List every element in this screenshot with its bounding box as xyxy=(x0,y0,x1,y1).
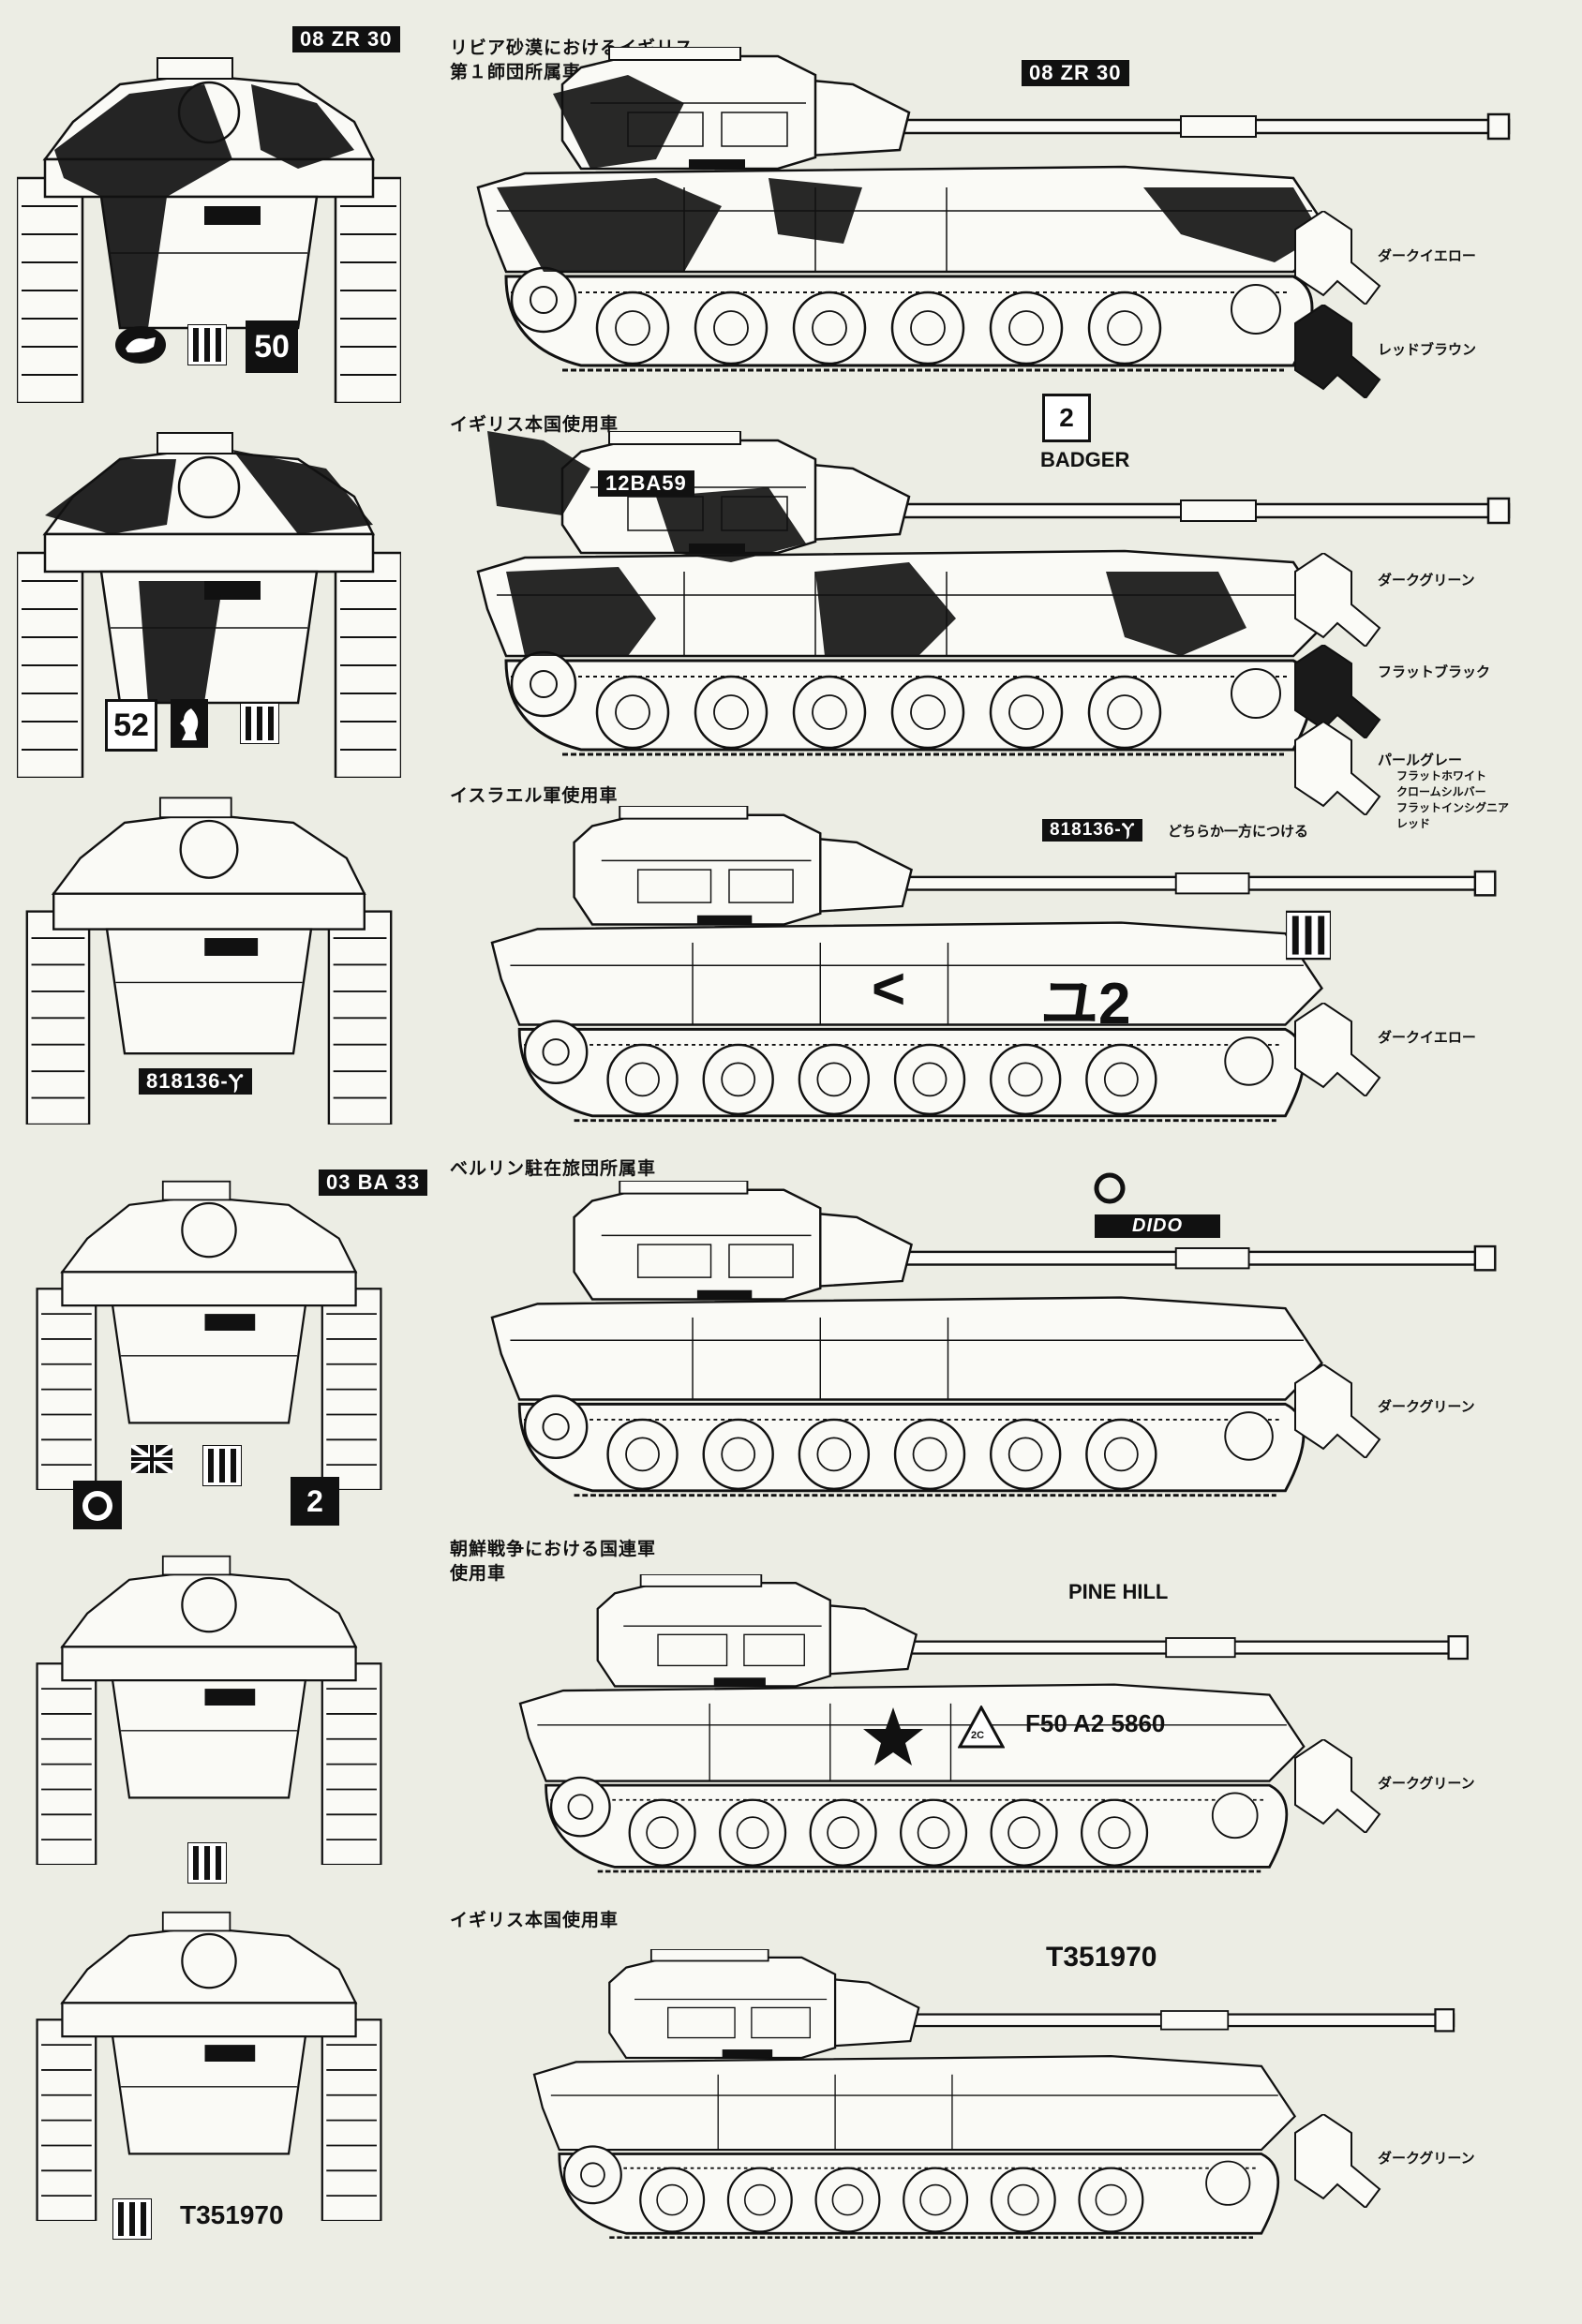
roundel-emblem-icon xyxy=(73,1481,122,1529)
callout-badge: 2 xyxy=(1042,394,1091,442)
swatch-label: ダークイエロー xyxy=(1378,247,1476,264)
callout-name: BADGER xyxy=(1040,448,1130,471)
stripe-marking xyxy=(187,324,227,365)
front-number-badge: 2 xyxy=(291,1477,339,1526)
placement-note: どちらか一方につける xyxy=(1168,823,1309,840)
color-swatch xyxy=(1294,1003,1381,1096)
front-number-badge: 52 xyxy=(105,699,157,752)
callout-name: PINE HILL xyxy=(1068,1580,1169,1603)
swatch-label: ダークイエロー xyxy=(1378,1029,1476,1046)
hull-marking-right: ユ2 xyxy=(1040,972,1131,1036)
paint-note: フラットインシグニア xyxy=(1396,801,1510,814)
section-title: イギリス本国使用車 xyxy=(450,414,619,435)
section-2: イギリス本国使用車 52 12BA59 xyxy=(0,394,1582,830)
division-emblem-icon xyxy=(115,326,166,364)
section-3: イスラエル軍使用車 818136-Ⲩ 818136-Ⲩ どちらか一方につける <… xyxy=(0,768,1582,1143)
front-number: T351970 xyxy=(180,2200,284,2229)
swatch-label: ダークグリーン xyxy=(1378,1775,1475,1792)
side-plate: 12BA59 xyxy=(598,470,694,497)
section-title: イギリス本国使用車 xyxy=(450,1910,619,1930)
front-view-3 xyxy=(17,787,401,1162)
side-view-1 xyxy=(469,47,1528,422)
paint-note: レッド xyxy=(1396,817,1431,830)
front-view-1 xyxy=(17,47,401,422)
section-5: 朝鮮戦争における国連軍 使用車 PINE HILL 2C F50 A2 5860… xyxy=(0,1518,1582,1893)
side-view-3 xyxy=(469,806,1528,1181)
triangle-marking-text: 2C xyxy=(971,1730,985,1741)
swatch-label: レッドブラウン xyxy=(1378,341,1477,358)
stripe-marking xyxy=(1286,910,1331,961)
swatch-label: ダークグリーン xyxy=(1378,1398,1475,1415)
section-6: イギリス本国使用車 T351970 T351970 ダークグリーン xyxy=(0,1893,1582,2268)
paint-note: クロームシルバー xyxy=(1396,785,1486,798)
stripe-marking xyxy=(187,1842,227,1884)
side-plate: DIDO xyxy=(1095,1214,1220,1238)
side-plate: 818136-Ⲩ xyxy=(1042,819,1143,842)
paint-notes: フラットホワイト クロームシルバー フラットインシグニア レッド xyxy=(1396,768,1509,832)
stripe-marking xyxy=(112,2198,152,2240)
section-title: イスラエル軍使用車 xyxy=(450,785,619,806)
decal-instruction-sheet: リビア砂漠におけるイギリス 第１師団所属車 08 ZR 30 50 08 xyxy=(0,19,1582,2240)
swatch-label: パールグレー xyxy=(1378,752,1463,768)
front-plate: 03 BA 33 xyxy=(319,1169,428,1196)
stripe-marking xyxy=(202,1445,242,1486)
side-plate: 08 ZR 30 xyxy=(1022,60,1129,86)
front-view-2 xyxy=(17,422,401,797)
circle-marking-icon xyxy=(1094,1172,1126,1204)
color-swatch xyxy=(1294,553,1381,647)
front-number-badge: 50 xyxy=(246,320,298,373)
chess-piece-emblem-icon xyxy=(171,699,208,748)
hull-number: F50 A2 5860 xyxy=(1025,1709,1166,1737)
swatch-label: ダークグリーン xyxy=(1378,2150,1475,2167)
section-4: ベルリン駐在旅団所属車 03 BA 33 2 DIDO ダークグリーン xyxy=(0,1143,1582,1529)
callout-number: T351970 xyxy=(1046,1942,1157,1973)
star-marking-icon xyxy=(863,1707,923,1765)
paint-note: フラットホワイト xyxy=(1396,769,1487,782)
swatch-label: フラットブラック xyxy=(1378,663,1491,680)
section-1: リビア砂漠におけるイギリス 第１師団所属車 08 ZR 30 50 08 xyxy=(0,19,1582,403)
union-jack-flag-icon xyxy=(131,1445,172,1473)
swatch-label: ダークグリーン xyxy=(1378,572,1475,588)
section-title: ベルリン駐在旅団所属車 xyxy=(450,1158,657,1179)
side-view-2 xyxy=(469,431,1528,806)
stripe-marking xyxy=(240,703,279,744)
hull-marking-left: < xyxy=(872,957,906,1021)
front-plate: 08 ZR 30 xyxy=(292,26,400,52)
triangle-marking-icon xyxy=(958,1706,1005,1749)
section-title: 朝鮮戦争における国連軍 使用車 xyxy=(450,1539,657,1584)
front-plate: 818136-Ⲩ xyxy=(139,1068,252,1095)
